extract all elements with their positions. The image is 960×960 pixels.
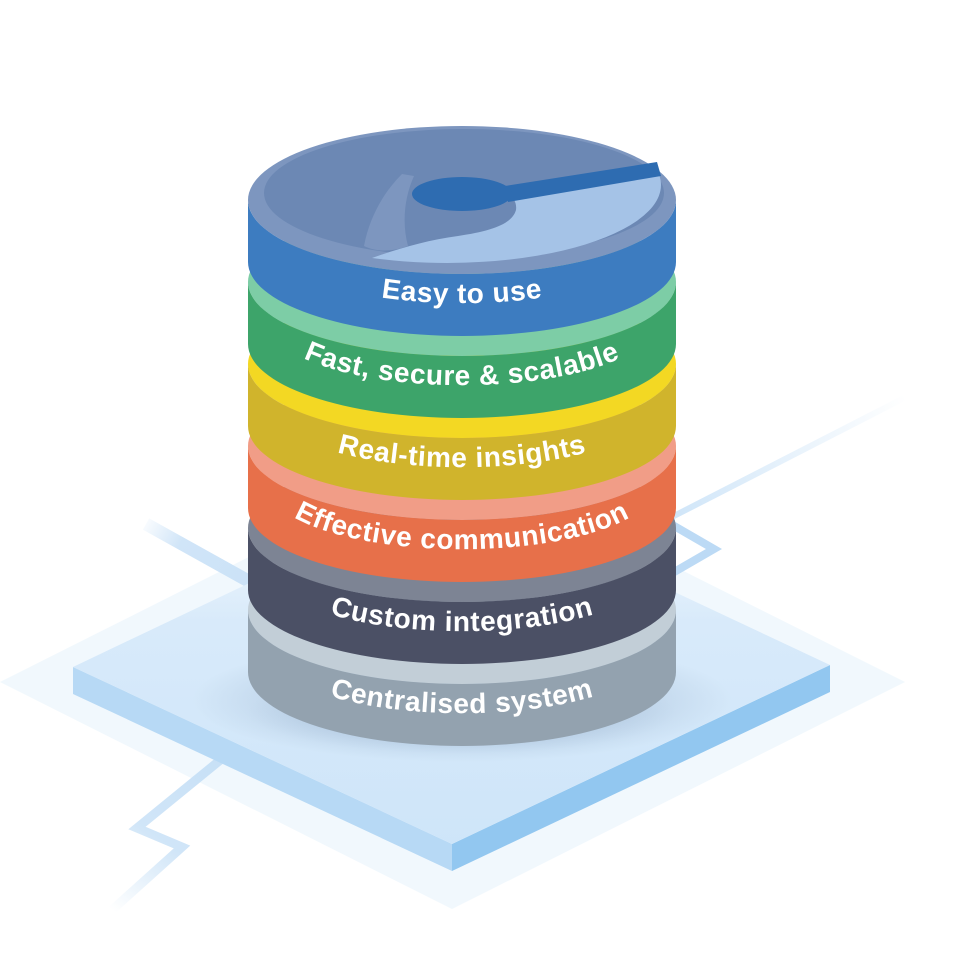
top-disc-ramp <box>372 170 661 263</box>
layer-1-band <box>248 282 676 418</box>
layer-4-band <box>248 528 676 664</box>
top-disc <box>248 126 676 274</box>
top-disc-swirl-gap <box>364 174 414 251</box>
deco-fading-line <box>670 394 908 520</box>
deco-zigzag-line <box>108 753 227 914</box>
platform-left-face <box>73 667 452 871</box>
layer-0-band <box>248 200 676 336</box>
top-disc-cut-face <box>505 162 661 202</box>
deco-left-stripe <box>142 518 256 589</box>
layer-5-band <box>248 610 676 746</box>
layer-2-band <box>248 364 676 500</box>
platform-right-face <box>452 665 830 871</box>
layer-3-band <box>248 446 676 582</box>
top-disc-core-hole <box>412 177 512 211</box>
layer-label-easy-to-use: Easy to use <box>380 273 544 310</box>
disc-stack <box>248 126 676 746</box>
